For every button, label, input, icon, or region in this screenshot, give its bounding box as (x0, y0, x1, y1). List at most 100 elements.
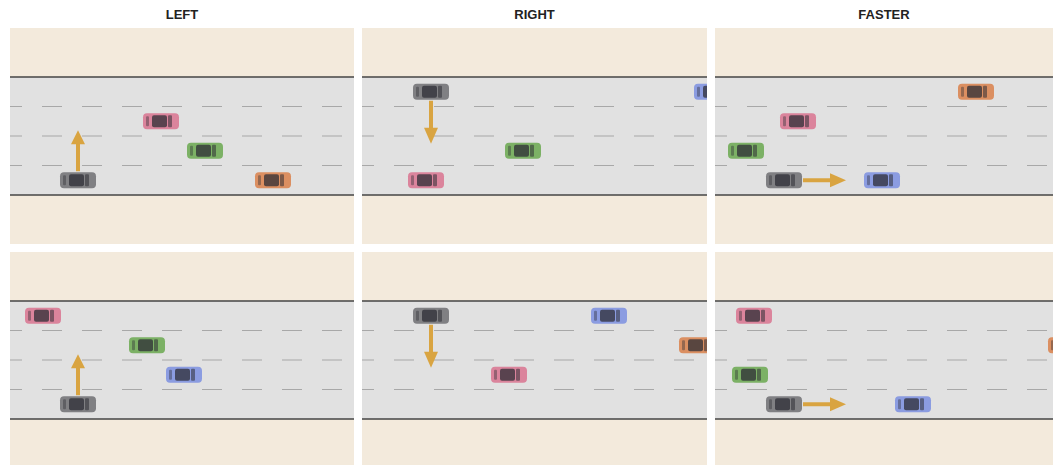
car-roof (152, 115, 167, 127)
car-body (505, 143, 541, 159)
car-roof (775, 398, 790, 410)
column-header: FASTER (858, 7, 909, 22)
car-rear-window (258, 175, 261, 185)
lane-marking (707, 135, 1053, 136)
lane-marking (707, 389, 1053, 390)
road-edge (10, 194, 354, 196)
car-windshield (920, 398, 924, 410)
action-arrow (803, 178, 832, 182)
roadside (10, 252, 354, 465)
column-header: LEFT (166, 7, 199, 22)
car-rear-window (416, 87, 419, 97)
roadside (362, 252, 707, 465)
car-windshield (983, 86, 987, 98)
lane-marking (2, 165, 354, 166)
car-rear-window (867, 175, 870, 185)
road-edge (715, 76, 1053, 78)
scene-panel (707, 252, 1053, 465)
car-roof (789, 115, 804, 127)
car-rear-window (1051, 340, 1053, 350)
car-windshield (212, 145, 216, 157)
action-arrow (429, 325, 433, 354)
car-rear-window (697, 87, 700, 97)
road-edge (362, 76, 707, 78)
action-arrow (803, 402, 832, 406)
lane-marking (2, 359, 354, 360)
lane-marking (707, 359, 1053, 360)
roadside (715, 252, 1053, 465)
car-windshield (433, 174, 437, 186)
car-roof (422, 86, 437, 98)
road-edge (10, 418, 354, 420)
lane-marking (354, 389, 707, 390)
action-arrow (76, 142, 80, 171)
car-roof (69, 398, 84, 410)
car-rear-window (735, 370, 738, 380)
car-body (166, 367, 202, 383)
car-rear-window (28, 311, 31, 321)
car-body (780, 113, 816, 129)
car-rear-window (961, 87, 964, 97)
car-windshield (438, 86, 442, 98)
car-roof (600, 310, 615, 322)
car-windshield (85, 174, 89, 186)
road-edge (715, 194, 1053, 196)
car-roof (967, 86, 982, 98)
lane-marking (2, 330, 354, 331)
car-roof (69, 174, 84, 186)
lane-marking (354, 106, 707, 107)
car-body (60, 396, 96, 412)
lane-marking (354, 135, 707, 136)
car-rear-window (411, 175, 414, 185)
car-roof (264, 174, 279, 186)
car-body (736, 308, 772, 324)
car-windshield (516, 369, 520, 381)
car-body (187, 143, 223, 159)
car-windshield (805, 115, 809, 127)
arrow-head (424, 128, 438, 144)
car-body (728, 143, 764, 159)
road-edge (715, 418, 1053, 420)
car-windshield (757, 369, 761, 381)
car-windshield (889, 174, 893, 186)
car-body (255, 172, 291, 188)
car-body (408, 172, 444, 188)
scene-panel (2, 28, 354, 244)
arrow-head (424, 352, 438, 368)
car-windshield (191, 369, 195, 381)
car-rear-window (146, 116, 149, 126)
arrow-head (71, 354, 85, 368)
car-roof (500, 369, 515, 381)
car-body (25, 308, 61, 324)
road-edge (715, 300, 1053, 302)
car-body (143, 113, 179, 129)
car-rear-window (190, 146, 193, 156)
car-windshield (761, 310, 765, 322)
car-body (895, 396, 931, 412)
car-body (766, 396, 802, 412)
lane-marking (354, 330, 707, 331)
car-roof (737, 145, 752, 157)
car-roof (422, 310, 437, 322)
car-roof (514, 145, 529, 157)
car-body (591, 308, 627, 324)
car-windshield (280, 174, 284, 186)
road-edge (10, 300, 354, 302)
car-roof (873, 174, 888, 186)
car-windshield (791, 398, 795, 410)
lane-marking (2, 389, 354, 390)
scene-panel (707, 28, 1053, 244)
action-arrow (76, 366, 80, 395)
column-header: RIGHT (514, 7, 554, 22)
lane-marking (707, 330, 1053, 331)
lane-marking (2, 106, 354, 107)
car-body (413, 84, 449, 100)
car-windshield (85, 398, 89, 410)
car-rear-window (731, 146, 734, 156)
road-edge (362, 194, 707, 196)
car-windshield (791, 174, 795, 186)
road-edge (362, 300, 707, 302)
lane-marking (707, 106, 1053, 107)
car-rear-window (416, 311, 419, 321)
